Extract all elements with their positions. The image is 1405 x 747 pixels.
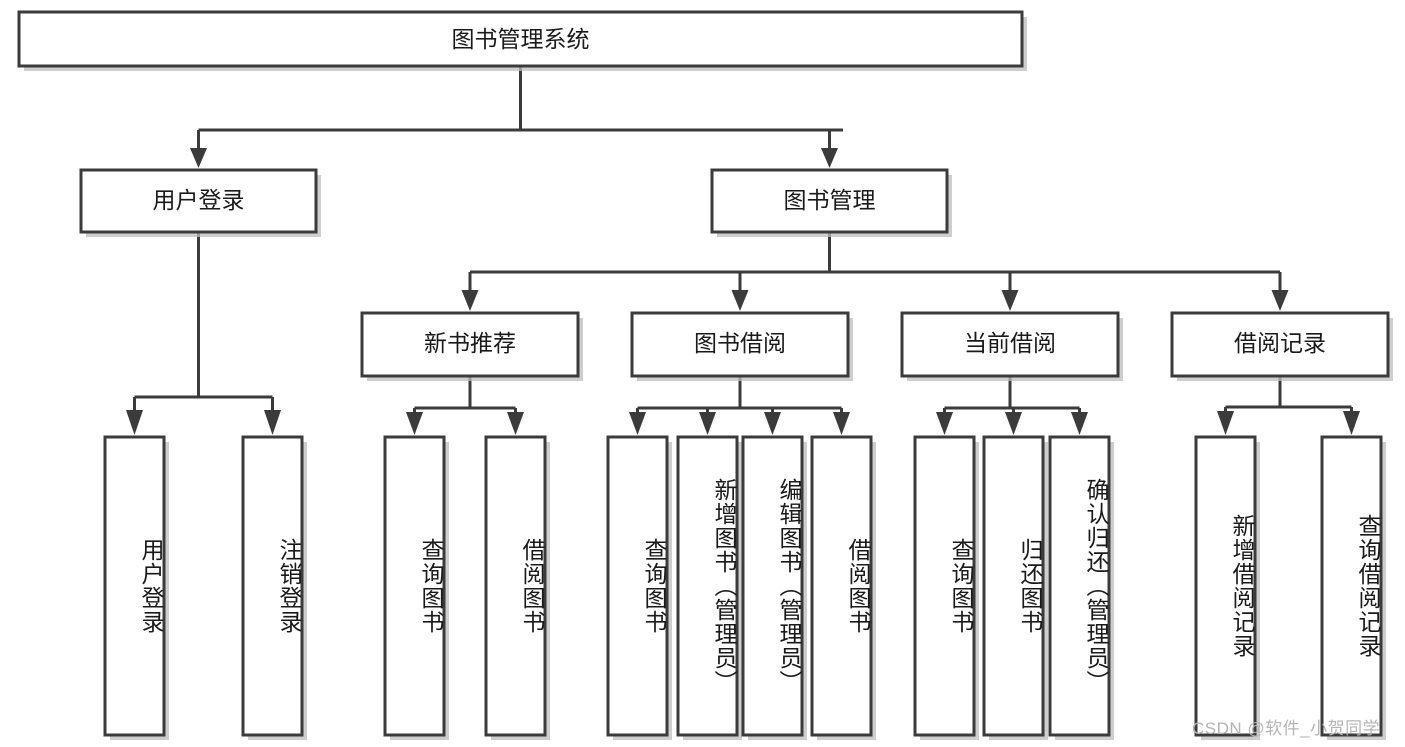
arrow-head-user-login bbox=[190, 148, 207, 168]
arrow-head-book-management bbox=[821, 148, 838, 168]
connector-group-new-book-recommend bbox=[406, 376, 524, 435]
arrow-head-leaf-add-book bbox=[699, 412, 716, 435]
leaf-query-record-box[interactable] bbox=[1320, 435, 1383, 737]
arrow-head-new-book-recommend bbox=[461, 290, 479, 311]
node-book-borrow-label: 图书借阅 bbox=[694, 330, 786, 356]
arrow-head-leaf-return-book bbox=[1005, 412, 1022, 435]
node-user-login[interactable]: 用户登录 bbox=[79, 168, 321, 237]
node-root[interactable]: 图书管理系统 bbox=[17, 10, 1027, 71]
leaf-borrow-book-1-box[interactable] bbox=[484, 435, 547, 737]
node-book-management-label: 图书管理 bbox=[784, 187, 876, 213]
node-book-management-box[interactable] bbox=[710, 168, 949, 234]
node-book-management[interactable]: 图书管理 bbox=[710, 168, 952, 237]
node-borrow-record-box[interactable] bbox=[1170, 311, 1390, 378]
node-new-book-recommend-box[interactable] bbox=[360, 311, 580, 378]
connector-group-user-login bbox=[126, 232, 281, 435]
arrow-head-current-borrow bbox=[1001, 290, 1019, 311]
connector-group-borrow-record bbox=[1217, 376, 1360, 435]
leaf-query-book-2-box[interactable] bbox=[606, 435, 669, 737]
leaf-confirm-return-box[interactable] bbox=[1048, 435, 1111, 737]
connector-group-root bbox=[190, 66, 843, 168]
arrow-head-leaf-query-book-3 bbox=[936, 412, 953, 435]
arrow-head-leaf-query-record bbox=[1343, 411, 1360, 435]
arrow-head-leaf-edit-book bbox=[764, 412, 781, 435]
node-current-borrow-label: 当前借阅 bbox=[964, 330, 1056, 356]
leaf-borrow-book-2-box[interactable] bbox=[810, 435, 873, 737]
leaf-add-book-box[interactable] bbox=[676, 435, 739, 737]
node-borrow-record-label: 借阅记录 bbox=[1234, 330, 1326, 356]
node-user-login-box[interactable] bbox=[79, 168, 318, 234]
node-borrow-record[interactable]: 借阅记录 bbox=[1170, 311, 1393, 381]
arrow-head-leaf-confirm-return bbox=[1071, 412, 1088, 435]
node-book-borrow[interactable]: 图书借阅 bbox=[630, 311, 853, 381]
arrow-head-leaf-query-book-2 bbox=[629, 412, 646, 435]
leaf-user-login-box[interactable] bbox=[103, 435, 166, 737]
arrow-head-leaf-borrow-book-1 bbox=[507, 412, 524, 435]
arrow-head-book-borrow bbox=[731, 290, 749, 311]
connector-group-book-borrow bbox=[629, 376, 850, 435]
node-book-borrow-box[interactable] bbox=[630, 311, 850, 378]
arrow-head-leaf-borrow-book-2 bbox=[833, 412, 850, 435]
leaf-query-book-1-box[interactable] bbox=[383, 435, 446, 737]
node-root-box[interactable] bbox=[17, 10, 1024, 68]
leaf-boxes bbox=[103, 435, 1386, 740]
node-root-label: 图书管理系统 bbox=[452, 26, 590, 52]
connector-group-book-management bbox=[461, 232, 1289, 311]
arrow-head-leaf-add-record bbox=[1217, 411, 1234, 435]
leaf-return-book-box[interactable] bbox=[982, 435, 1045, 737]
connector-group-current-borrow bbox=[936, 376, 1088, 435]
leaf-add-record-box[interactable] bbox=[1194, 435, 1257, 737]
node-current-borrow[interactable]: 当前借阅 bbox=[900, 311, 1123, 381]
csdn-watermark: CSDN @软件_小贺同学 bbox=[1192, 719, 1381, 738]
arrow-head-leaf-user-login bbox=[126, 410, 143, 435]
arrow-head-borrow-record bbox=[1271, 290, 1289, 311]
arrow-head-leaf-query-book-1 bbox=[406, 412, 423, 435]
node-user-login-label: 用户登录 bbox=[153, 187, 245, 213]
node-current-borrow-box[interactable] bbox=[900, 311, 1120, 378]
arrow-head-leaf-logout bbox=[264, 410, 281, 435]
leaf-logout-box[interactable] bbox=[241, 435, 304, 737]
leaf-edit-book-box[interactable] bbox=[741, 435, 804, 737]
node-new-book-recommend[interactable]: 新书推荐 bbox=[360, 311, 583, 381]
leaf-query-book-3-box[interactable] bbox=[913, 435, 976, 737]
node-new-book-recommend-label: 新书推荐 bbox=[424, 330, 516, 356]
